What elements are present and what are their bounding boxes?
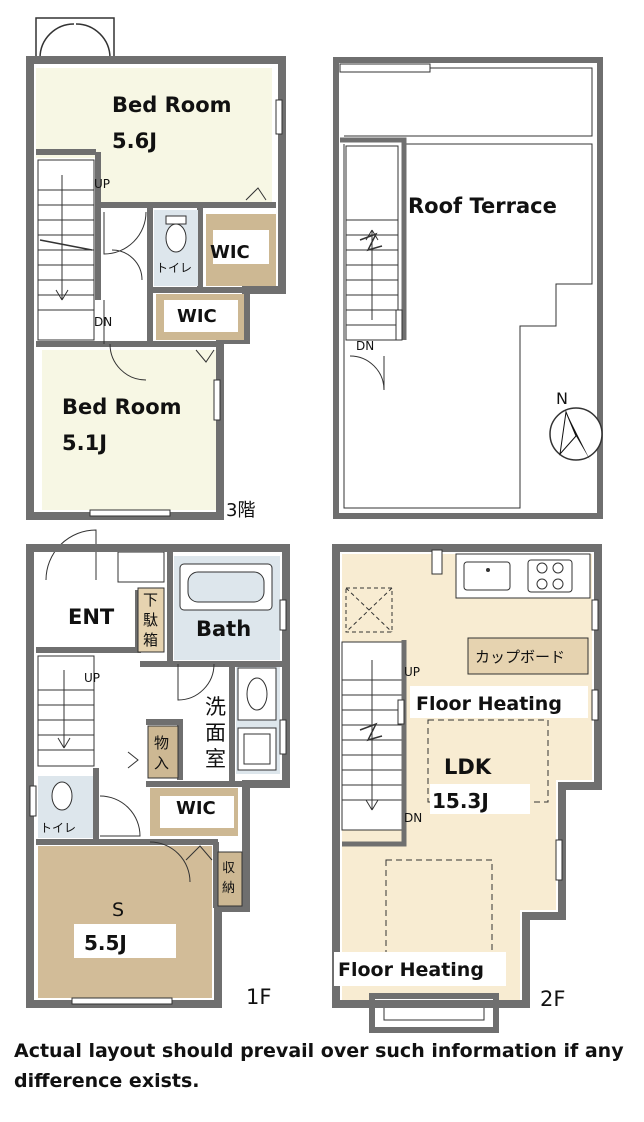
cupboard	[467, 637, 589, 675]
floor-heating-top-label: Floor Heating	[416, 693, 562, 715]
stair-3f-icon	[37, 159, 95, 341]
storage-small	[147, 725, 179, 779]
storage-small-label-2: 入	[154, 754, 169, 772]
toilet-1f-label: トイレ	[40, 821, 76, 835]
washroom-label-3: 室	[205, 747, 226, 771]
room-s-size: 5.5J	[84, 931, 127, 955]
bedroom-top-name: Bed Room	[112, 93, 232, 117]
doors-3f	[103, 187, 267, 381]
washroom-label-1: 洗	[205, 695, 226, 719]
toilet-1f-icon	[51, 781, 73, 811]
bath-label: Bath	[196, 617, 251, 641]
storage-closet-label-1: 収	[222, 861, 235, 876]
stair-1f-up: UP	[84, 671, 100, 685]
entrance-label: ENT	[68, 605, 115, 629]
bedroom-bottom-area	[42, 350, 218, 510]
stair-2f-down: DN	[404, 811, 422, 825]
bedroom-bottom-size: 5.1J	[62, 431, 107, 455]
stair-roof-icon	[345, 145, 399, 341]
floor-heating-bottom-label: Floor Heating	[338, 959, 484, 981]
stair-1f-icon	[37, 655, 95, 767]
wic-a-label: WIC	[210, 242, 250, 263]
cupboard-label: カップボード	[475, 648, 565, 666]
stair-3f-down: DN	[94, 315, 112, 329]
stair-roof-down: DN	[356, 339, 374, 353]
roof-terrace-label: Roof Terrace	[408, 194, 557, 218]
floor-2: カップボード Floor Heating LDK 15.3J Floor Hea…	[332, 544, 602, 1033]
floor-1: ENT 下 駄 箱 Bath 洗 面 室 物 入 収 納 トイレ WIC S 5…	[26, 529, 290, 1009]
shoe-box-label-2: 駄	[143, 611, 158, 629]
room-s-area	[38, 846, 212, 998]
storage-closet-label-2: 納	[222, 881, 235, 896]
bedroom-bottom-name: Bed Room	[62, 395, 182, 419]
floor1-label: 1F	[246, 985, 271, 1009]
stair-2f-up: UP	[404, 665, 420, 679]
storage-closet	[217, 851, 243, 907]
floor-3: Bed Room 5.6J WIC WIC トイレ UP DN Bed Room…	[26, 17, 286, 521]
stair-2f-icon	[341, 641, 403, 831]
washroom-label-2: 面	[205, 721, 226, 745]
entrance-area	[36, 590, 138, 648]
stair-3f-up: UP	[94, 177, 110, 191]
balcony-door	[35, 17, 115, 59]
void-icon	[345, 587, 393, 633]
wic-1f-label: WIC	[176, 798, 216, 819]
floor2-label: 2F	[540, 987, 565, 1011]
bedroom-top-area	[36, 68, 272, 158]
floor3-label: 3階	[226, 500, 255, 521]
stove-icon	[527, 559, 573, 593]
shoe-box-label-3: 箱	[143, 631, 158, 649]
toilet-3f-icon	[165, 223, 187, 253]
compass-icon	[549, 407, 603, 461]
roof-terrace: Roof Terrace DN N	[333, 57, 603, 519]
ldk-name: LDK	[444, 755, 492, 779]
bedroom-top-size: 5.6J	[112, 129, 157, 153]
shoe-box-label-1: 下	[143, 591, 158, 609]
room-s-name: S	[112, 899, 124, 921]
disclaimer-text: Actual layout should prevail over such i…	[14, 1040, 624, 1092]
sink-icon	[463, 561, 511, 591]
doors-1f	[99, 663, 215, 883]
wic-b-label: WIC	[177, 306, 217, 327]
toilet-3f-label: トイレ	[156, 261, 192, 275]
compass-north-label: N	[556, 389, 568, 408]
storage-small-label-1: 物	[154, 734, 169, 752]
shoe-box	[137, 587, 165, 653]
ldk-size: 15.3J	[432, 789, 489, 813]
